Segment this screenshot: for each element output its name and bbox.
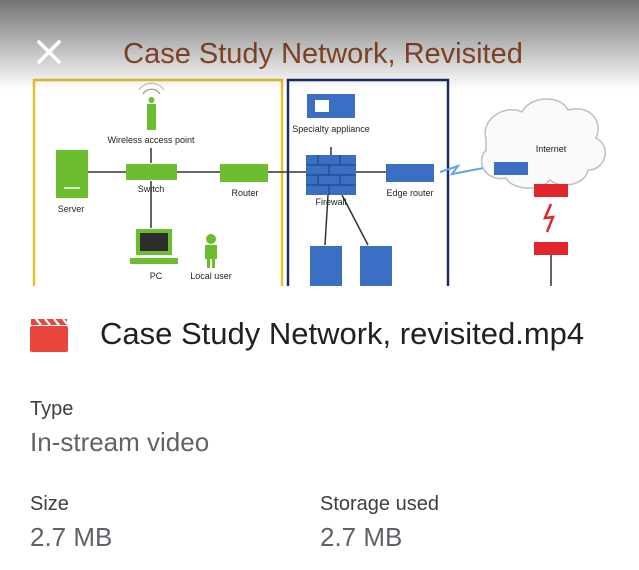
- router-label: Router: [231, 188, 258, 198]
- pc-label: PC: [150, 271, 163, 281]
- dmz-server-1: [310, 246, 342, 286]
- local-user-label: Local user: [190, 271, 232, 281]
- switch-device: [126, 164, 177, 180]
- file-header: Case Study Network, revisited.mp4: [0, 286, 639, 386]
- isp-router-device: [494, 162, 528, 175]
- storage-used-value: 2.7 MB: [320, 522, 403, 552]
- wireless-ap-device: [138, 82, 165, 130]
- network-links: [88, 147, 386, 246]
- remote-link-bolt: [542, 203, 555, 233]
- file-name: Case Study Network, revisited.mp4: [100, 316, 585, 351]
- network-diagram-thumbnail: Case Study Network, Revisited Wireless a…: [32, 38, 606, 286]
- firewall-label: Firewall: [315, 197, 346, 207]
- remote-router-1: [534, 184, 568, 197]
- edge-router-label: Edge router: [386, 188, 433, 198]
- server-device: [56, 150, 88, 198]
- file-details-sheet: Case Study Network, revisited.mp4 Type I…: [0, 286, 639, 570]
- close-icon: [37, 40, 61, 64]
- storage-used-label: Storage used: [320, 493, 439, 515]
- dmz-server-2: [360, 246, 392, 286]
- appliance-panel: [315, 100, 329, 112]
- edge-router-device: [386, 164, 434, 182]
- size-label: Size: [30, 493, 69, 515]
- firewall-device: [306, 155, 356, 195]
- internet-label: Internet: [536, 144, 567, 154]
- video-preview[interactable]: Case Study Network, Revisited Wireless a…: [0, 0, 639, 286]
- specialty-appliance-label: Specialty appliance: [292, 124, 370, 134]
- pc-screen: [140, 233, 168, 251]
- server-label: Server: [58, 204, 85, 214]
- pc-base: [130, 258, 178, 264]
- local-user-figure: [205, 234, 217, 268]
- close-button[interactable]: [30, 33, 68, 71]
- video-file-icon: [30, 318, 68, 352]
- type-label: Type: [30, 398, 74, 420]
- remote-router-2: [534, 242, 568, 255]
- wireless-link: [439, 164, 495, 176]
- specialty-appliance-device: [307, 94, 355, 118]
- size-value: 2.7 MB: [30, 522, 113, 552]
- switch-label: Switch: [138, 184, 165, 194]
- router-device: [220, 164, 268, 182]
- slide-title: Case Study Network, Revisited: [123, 38, 523, 70]
- wireless-ap-label: Wireless access point: [107, 135, 195, 145]
- type-value: In-stream video: [30, 427, 210, 457]
